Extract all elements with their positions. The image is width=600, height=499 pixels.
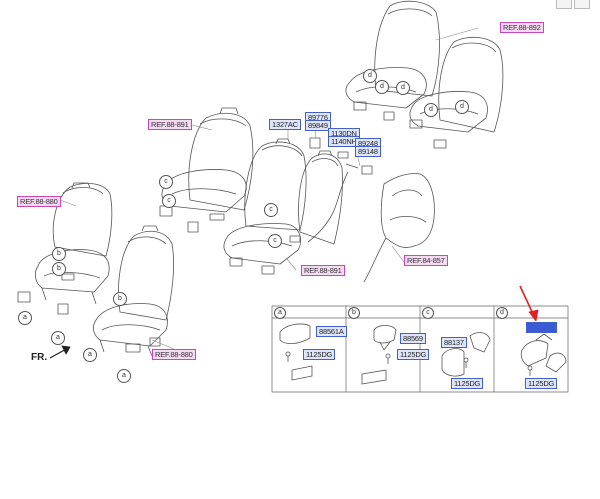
side-trim-panel <box>363 173 435 283</box>
callout-c: c <box>268 234 282 248</box>
callout-b: b <box>52 247 66 261</box>
table-header-b: b <box>348 307 360 319</box>
callout-c: c <box>162 194 176 208</box>
ref-88-880-label-left[interactable]: REF.88-880 <box>17 196 61 207</box>
part-88137-drawing <box>441 332 491 377</box>
part-1125DG-label-d[interactable]: 1125DG <box>525 378 558 389</box>
callout-d: d <box>396 81 410 95</box>
part-89617C-drawing <box>520 333 567 376</box>
table-header-d: d <box>496 307 508 319</box>
part-88561A-label[interactable]: 88561A <box>316 326 347 337</box>
callout-a: a <box>117 369 131 383</box>
window-button-2[interactable] <box>574 0 590 9</box>
callout-d: d <box>375 80 389 94</box>
seat-bench <box>223 138 343 275</box>
callout-a: a <box>18 311 32 325</box>
callout-b: b <box>113 292 127 306</box>
part-1125DG-label-c[interactable]: 1125DG <box>451 378 484 389</box>
callout-a: a <box>51 331 65 345</box>
part-1125DG-label-b[interactable]: 1125DG <box>397 349 430 360</box>
table-header-a: a <box>274 307 286 319</box>
detail-table <box>271 305 569 393</box>
part-1327AC-label[interactable]: 1327AC <box>269 119 301 130</box>
callout-c: c <box>159 175 173 189</box>
window-button-1[interactable] <box>556 0 572 9</box>
part-89617C-label-highlighted[interactable]: 89617C <box>526 322 558 333</box>
ref-88-892-label[interactable]: REF.88-892 <box>500 22 544 33</box>
callout-d: d <box>455 100 469 114</box>
part-1125DG-label-a[interactable]: 1125DG <box>303 349 336 360</box>
ref-88-891-label-top[interactable]: REF.88-891 <box>148 119 192 130</box>
ref-84-857-label[interactable]: REF.84-857 <box>404 255 448 266</box>
callout-b: b <box>52 262 66 276</box>
small-bracket <box>309 137 321 149</box>
part-88569-label[interactable]: 88569 <box>400 333 426 344</box>
part-88561A-drawing <box>279 323 313 381</box>
highlight-arrow <box>519 285 539 322</box>
table-header-c: c <box>422 307 434 319</box>
front-direction-label: FR. <box>31 352 48 363</box>
part-89148-label[interactable]: 89148 <box>355 146 381 157</box>
callout-a: a <box>83 348 97 362</box>
part-88137-label[interactable]: 88137 <box>441 337 467 348</box>
wiring-harness <box>307 151 373 243</box>
seat-second-row <box>92 225 174 357</box>
callout-c: c <box>264 203 278 217</box>
ref-88-880-label-bottom[interactable]: REF.88-880 <box>152 349 196 360</box>
callout-d: d <box>424 103 438 117</box>
part-88569-drawing <box>361 325 397 385</box>
callout-d: d <box>363 69 377 83</box>
ref-88-891-label-mid[interactable]: REF.88-891 <box>301 265 345 276</box>
part-89849-label[interactable]: 89849 <box>305 120 331 131</box>
